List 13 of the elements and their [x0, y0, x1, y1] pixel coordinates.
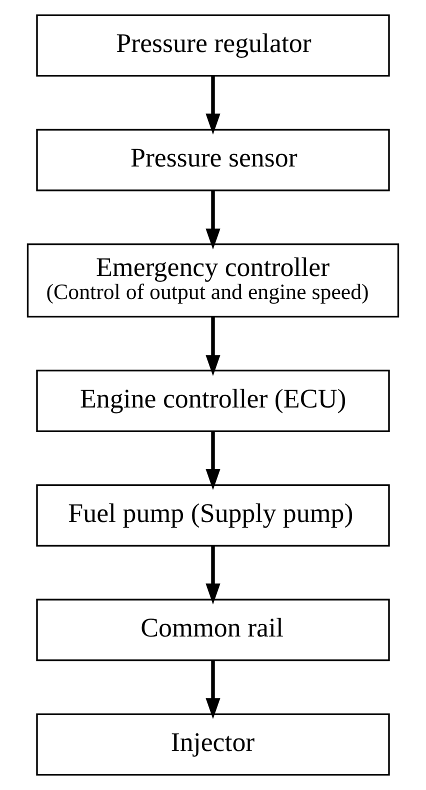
arrow [206, 190, 220, 250]
arrow [206, 317, 220, 376]
node-box: Emergency controller (Control of output and engine speed) [26, 243, 400, 318]
arrow [206, 546, 220, 604]
node-box: Pressure sensor [36, 128, 390, 192]
arrow [206, 432, 220, 490]
arrow [206, 660, 220, 719]
arrow [206, 76, 220, 135]
node-box: Injector [36, 713, 390, 776]
node-box: Pressure regulator [36, 14, 390, 77]
node-box: Engine controller (ECU) [36, 370, 390, 432]
node-box: Common rail [36, 598, 390, 662]
node-box: Fuel pump (Supply pump) [36, 484, 390, 547]
